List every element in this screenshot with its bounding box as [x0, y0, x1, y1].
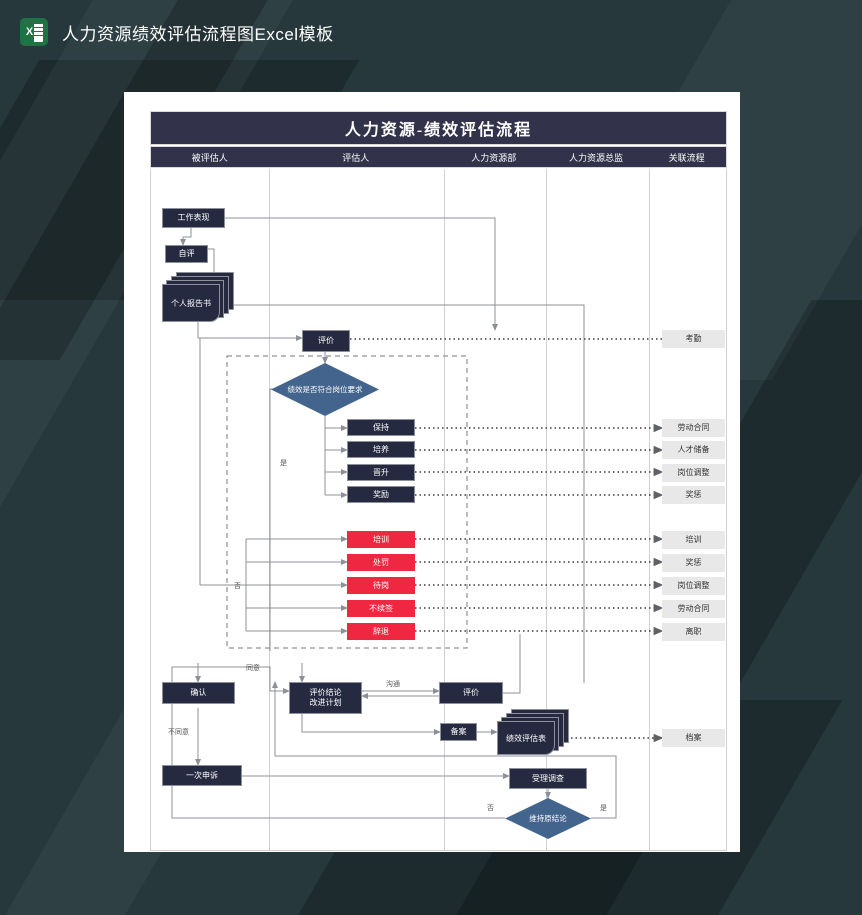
chart-title: 人力资源-绩效评估流程	[150, 111, 727, 145]
lane-header-3: 人力资源总监	[568, 152, 623, 163]
node-filing[interactable]: 备案	[440, 723, 477, 741]
node-accept-investigate[interactable]: 受理调查	[509, 768, 587, 789]
node-performance-form-label: 绩效评估表	[506, 733, 546, 743]
edge-label-agree: 同意	[246, 665, 260, 672]
lane-divider-2	[444, 169, 445, 850]
edge-label-yes-main: 是	[280, 460, 287, 467]
node-reward[interactable]: 奖励	[347, 486, 415, 503]
document-page: 人力资源-绩效评估流程 被评估人 评估人 人力资源部 人力资源总监 关联流程	[124, 92, 740, 852]
lane-divider-4	[649, 169, 650, 850]
node-work-performance[interactable]: 工作表现	[162, 208, 225, 228]
edge-label-no-bottom: 否	[487, 805, 494, 812]
node-eval-conclusion[interactable]: 评价结论 改进计划	[289, 682, 362, 714]
node-confirm[interactable]: 确认	[162, 682, 235, 704]
node-personal-report-label: 个人报告书	[171, 298, 211, 308]
node-decision-performance-label: 绩效是否符合岗位要求	[287, 384, 363, 394]
related-talent-pool[interactable]: 人才储备	[662, 441, 725, 459]
lane-header-row: 被评估人 评估人 人力资源部 人力资源总监 关联流程	[150, 146, 727, 168]
node-evaluate-1[interactable]: 评价	[302, 330, 350, 352]
related-attendance[interactable]: 考勤	[662, 330, 725, 348]
page-title: 人力资源绩效评估流程图Excel模板	[62, 24, 334, 44]
node-keep[interactable]: 保持	[347, 419, 415, 436]
node-eval-conclusion-line2: 改进计划	[309, 698, 342, 707]
edge-label-communicate: 沟通	[386, 681, 400, 688]
node-dismiss[interactable]: 辞退	[347, 623, 415, 640]
flowchart: 人力资源-绩效评估流程 被评估人 评估人 人力资源部 人力资源总监 关联流程	[150, 111, 727, 851]
top-bar: 人力资源绩效评估流程图Excel模板	[0, 0, 862, 64]
related-job-adjust-1[interactable]: 岗位调整	[662, 464, 725, 482]
lane-header-4: 关联流程	[668, 152, 705, 163]
node-decision-keep-conclusion[interactable]: 维持原结论	[505, 798, 591, 839]
lane-divider-1	[269, 169, 270, 850]
node-standby[interactable]: 待岗	[347, 577, 415, 594]
related-labor-contract-1[interactable]: 劳动合同	[662, 419, 725, 437]
related-training[interactable]: 培训	[662, 531, 725, 549]
related-resign[interactable]: 离职	[662, 623, 725, 641]
related-reward-punish-2[interactable]: 奖惩	[662, 554, 725, 572]
node-decision-performance[interactable]: 绩效是否符合岗位要求	[271, 363, 379, 416]
node-punish[interactable]: 处罚	[347, 554, 415, 571]
node-self-evaluation[interactable]: 自评	[165, 245, 208, 263]
edge-label-no-main: 否	[234, 583, 241, 590]
node-cultivate[interactable]: 培养	[347, 441, 415, 458]
node-personal-report[interactable]: 个人报告书	[162, 272, 234, 322]
excel-icon	[20, 18, 48, 46]
lane-body	[150, 169, 727, 851]
related-job-adjust-2[interactable]: 岗位调整	[662, 577, 725, 595]
lane-header-2: 人力资源部	[471, 152, 517, 163]
node-training[interactable]: 培训	[347, 531, 415, 548]
edge-label-disagree: 不同意	[168, 729, 189, 736]
related-reward-punish-1[interactable]: 奖惩	[662, 486, 725, 504]
related-archive[interactable]: 档案	[662, 729, 725, 747]
node-appeal[interactable]: 一次申诉	[162, 765, 242, 786]
node-no-renew[interactable]: 不续签	[347, 600, 415, 617]
related-labor-contract-2[interactable]: 劳动合同	[662, 600, 725, 618]
node-evaluate-2[interactable]: 评价	[439, 682, 503, 704]
lane-header-1: 评估人	[342, 152, 370, 163]
lane-header-0: 被评估人	[191, 152, 228, 163]
node-performance-form[interactable]: 绩效评估表	[497, 709, 569, 757]
node-decision-keep-conclusion-label: 维持原结论	[529, 813, 567, 823]
node-eval-conclusion-line1: 评价结论	[309, 688, 342, 697]
edge-label-yes-bottom: 是	[600, 805, 607, 812]
node-promote[interactable]: 晋升	[347, 464, 415, 481]
